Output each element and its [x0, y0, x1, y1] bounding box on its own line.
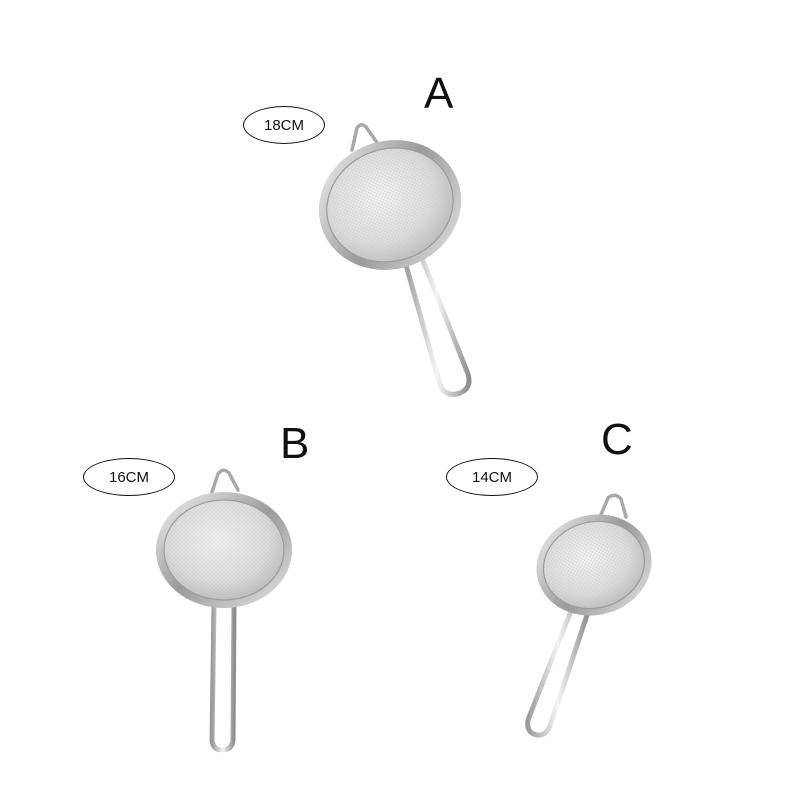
size-badge-b: 16CM [83, 458, 175, 496]
product-letter-c: C [601, 415, 633, 464]
size-badge-c: 14CM [446, 458, 538, 496]
product-letter-b: B [280, 419, 310, 468]
size-badge-a: 18CM [243, 106, 325, 144]
product-letter-a: A [424, 69, 454, 118]
